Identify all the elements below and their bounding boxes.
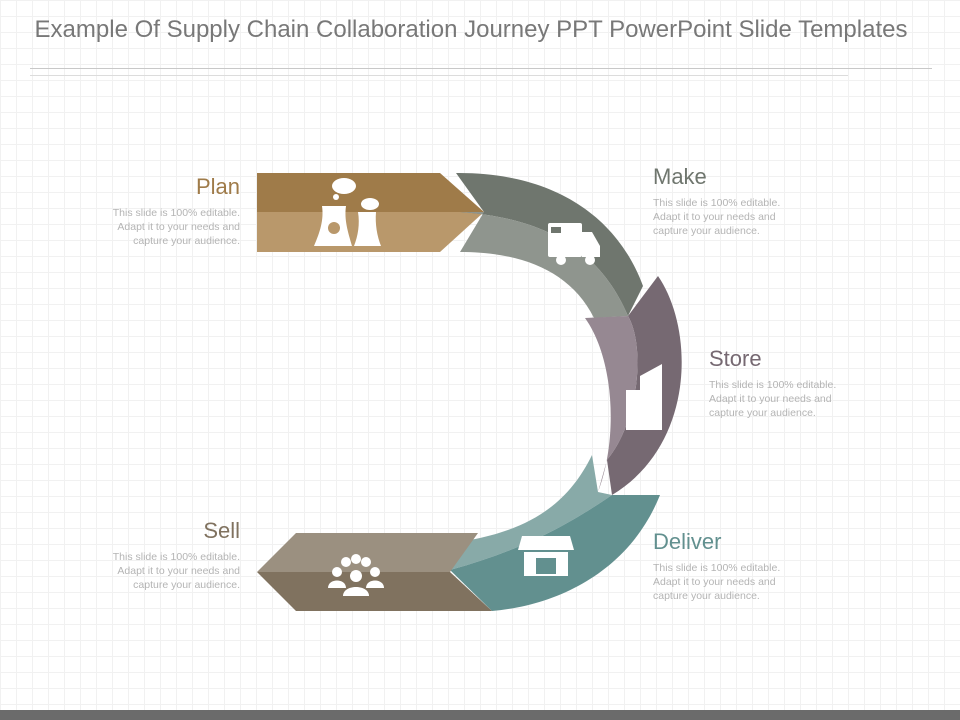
store-label: Store [709, 346, 762, 371]
make-description: This slide is 100% editable. Adapt it to… [653, 197, 781, 237]
plan-description: This slide is 100% editable. Adapt it to… [112, 207, 240, 247]
delivery-truck-icon [548, 223, 600, 265]
title-divider [30, 68, 932, 69]
make-label: Make [653, 164, 707, 189]
plan-label: Plan [195, 174, 240, 199]
nuclear-plant-icon [314, 178, 381, 246]
sell-label: Sell [203, 518, 240, 543]
deliver-description: This slide is 100% editable. Adapt it to… [653, 562, 781, 602]
sell-segment [257, 533, 492, 611]
storefront-icon [518, 536, 574, 576]
deliver-label: Deliver [653, 529, 722, 554]
make-segment [456, 172, 643, 318]
building-icon [626, 364, 662, 430]
title-divider-secondary [30, 75, 848, 76]
people-group-icon [328, 554, 384, 596]
footer-bar [0, 710, 960, 720]
slide-title: Example Of Supply Chain Collaboration Jo… [34, 16, 908, 43]
store-description: This slide is 100% editable. Adapt it to… [709, 379, 837, 419]
sell-description: This slide is 100% editable. Adapt it to… [112, 551, 240, 591]
